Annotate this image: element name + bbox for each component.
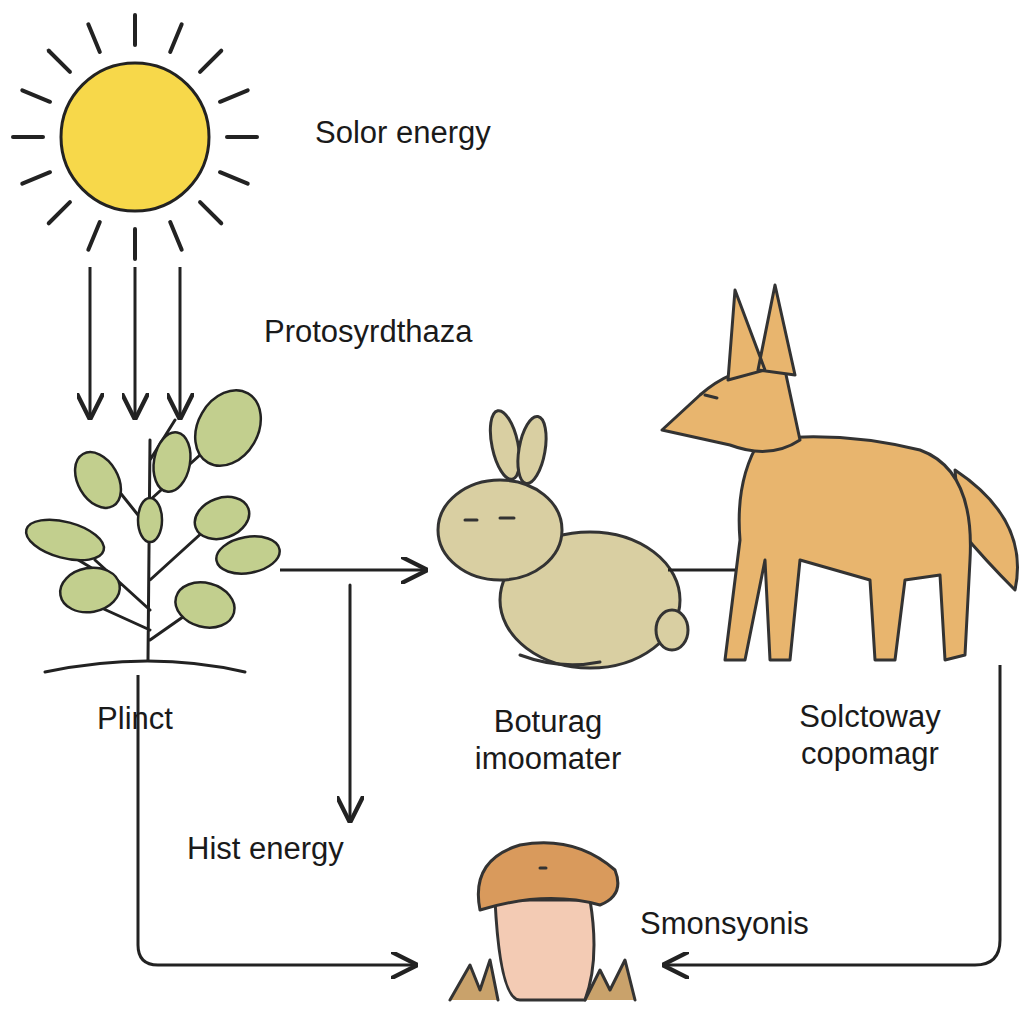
heat-arrow [349, 585, 352, 820]
rabbit [438, 408, 688, 668]
energy-arrow [280, 570, 425, 571]
food-chain-node: Plinct [20, 395, 280, 675]
food-chain-node: Solctoway copomagr [745, 285, 1020, 665]
node-label: Boturag imoomater [433, 703, 663, 777]
plant [22, 378, 283, 672]
food-chain-node: Boturag imoomater [435, 425, 668, 670]
energy-arrow [668, 570, 735, 571]
food-chain-node: Solor energy [60, 62, 210, 212]
energy-label: Hist energy [185, 830, 346, 867]
sun [13, 15, 257, 259]
mushroom [450, 843, 635, 1000]
node-label: Smonsyonis [640, 905, 809, 942]
food-chain-node: Smonsyonis [445, 840, 635, 1010]
node-label: Solctoway copomagr [750, 698, 990, 772]
node-label: Plinct [97, 700, 173, 737]
fox [662, 285, 1018, 660]
energy-label: Protosyrdthaza [262, 313, 475, 350]
energy-arrow [90, 267, 180, 417]
node-label: Solor energy [315, 114, 491, 151]
energy-arrow [138, 675, 415, 965]
